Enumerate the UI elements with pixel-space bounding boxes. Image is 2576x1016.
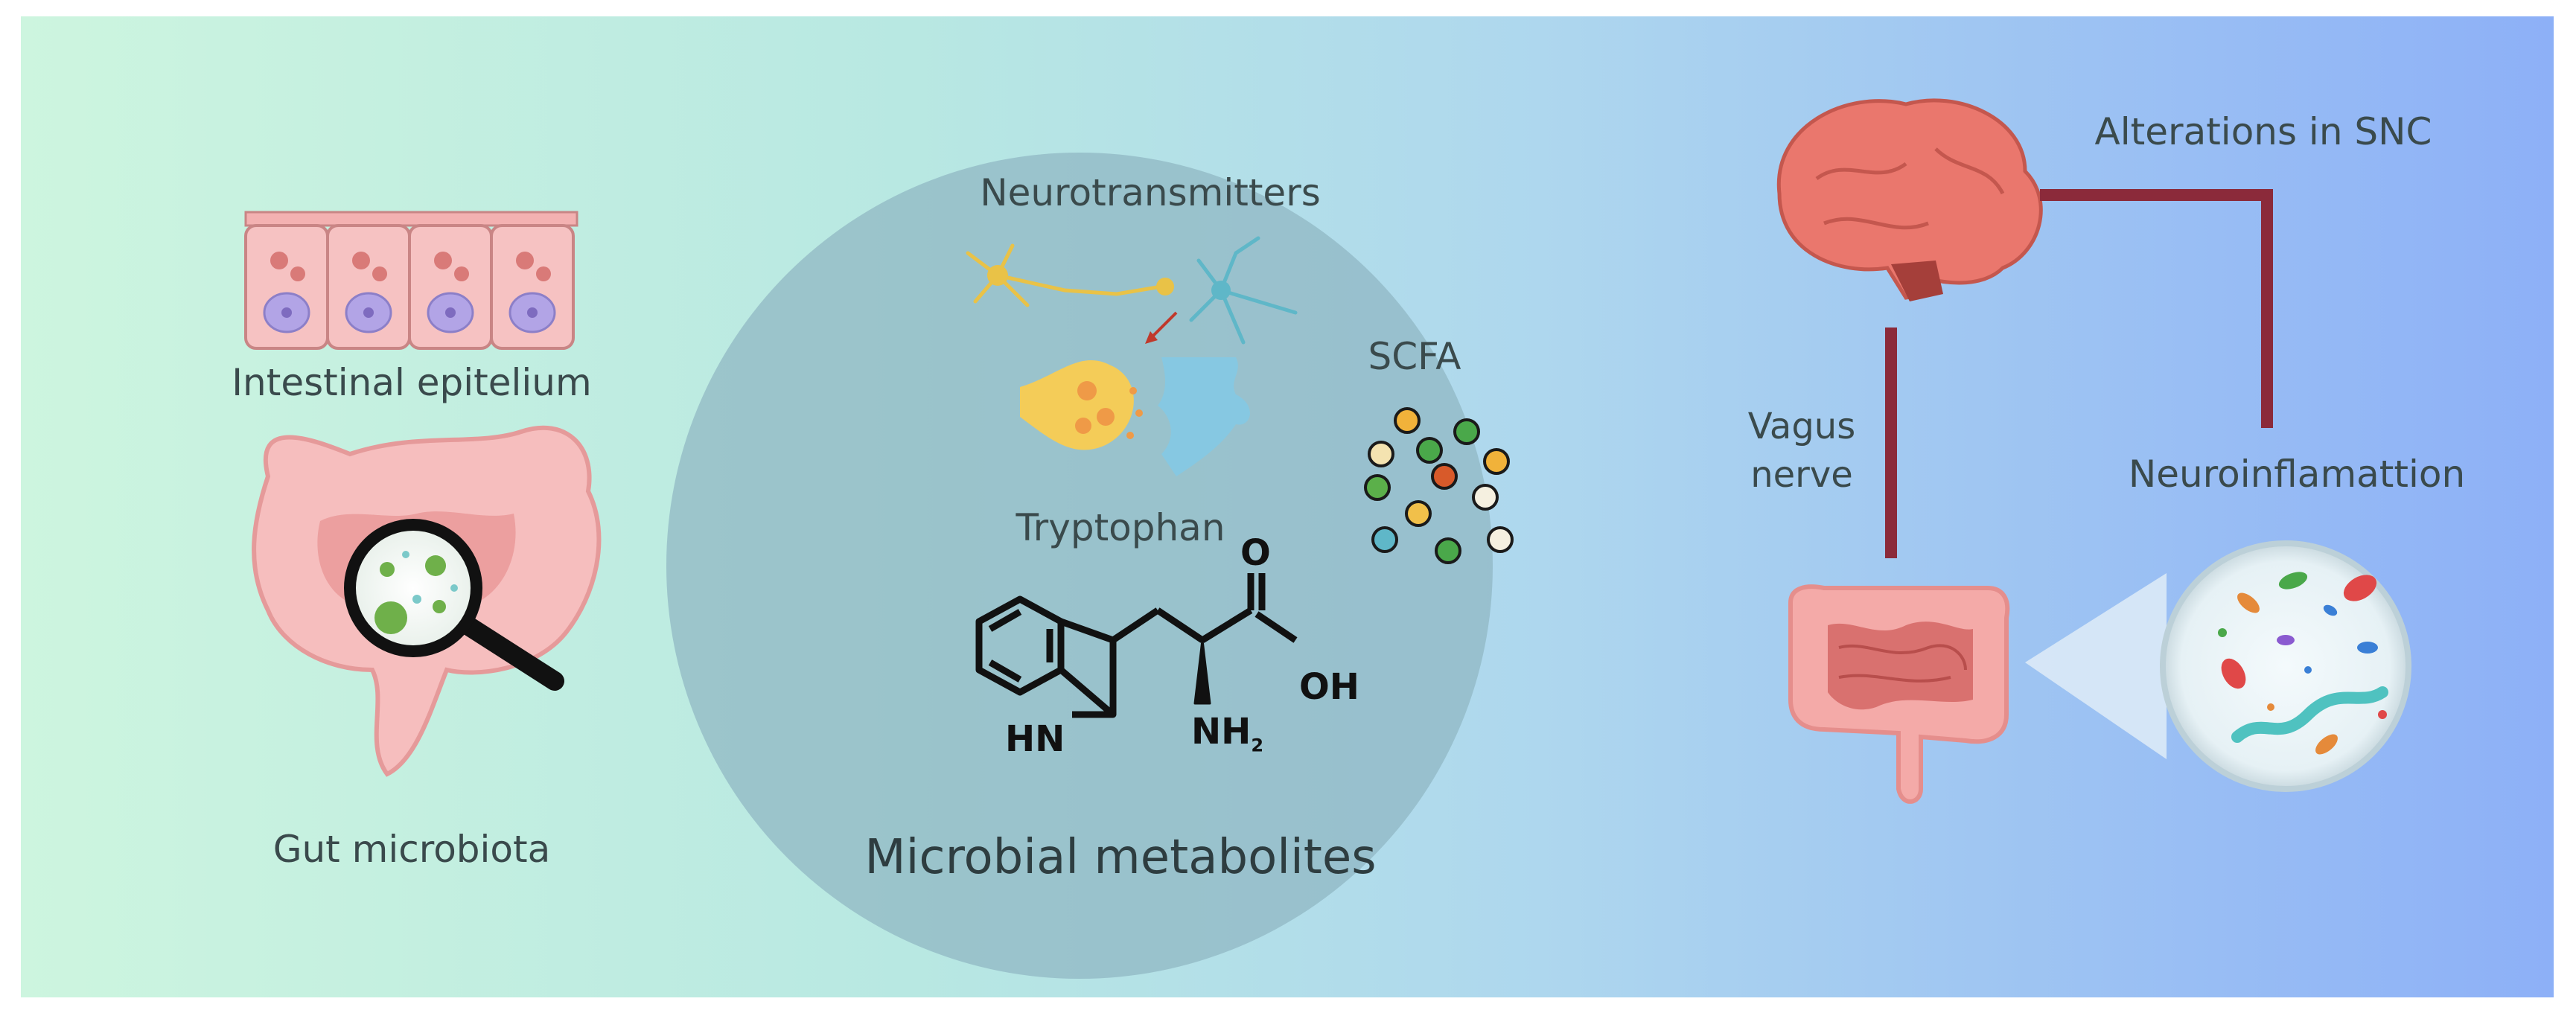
intestine-icon: [1788, 584, 2010, 804]
scfa-label: SCFA: [1368, 335, 1461, 378]
vagus-label-line1: Vagus: [1747, 406, 1856, 447]
molecule-hydroxyl-label: OH: [1299, 666, 1359, 708]
vagus-label-line2: nerve: [1750, 454, 1853, 496]
neurotransmitters-label: Neurotransmitters: [980, 171, 1321, 214]
molecule-amine-subscript: 2: [1251, 735, 1264, 756]
zoom-cone: [2025, 573, 2167, 759]
neurons-icon: [966, 236, 1298, 345]
connector-lines: [1885, 189, 2273, 558]
neuroinflammation-label: Neuroinflamattion: [2128, 453, 2466, 496]
microbiota-label: Gut microbiota: [272, 828, 551, 871]
brain-icon: [1776, 98, 2043, 301]
tryptophan-label: Tryptophan: [1016, 506, 1225, 549]
tryptophan-structure: [975, 573, 1298, 718]
synapse-icon: [1020, 357, 1250, 476]
cns-label: Alterations in SNC: [2094, 110, 2432, 153]
molecule-amine-label: NH2: [1191, 711, 1263, 756]
petri-dish-icon: [2160, 540, 2411, 792]
molecule-oxygen-label: O: [1240, 532, 1271, 574]
magnifier-icon: [344, 519, 564, 691]
intestinal-epithelium-icon: [244, 211, 578, 350]
metabolites-circle: [666, 153, 1493, 979]
scfa-molecules-icon: [1364, 407, 1514, 564]
molecule-amine-text: NH: [1191, 711, 1252, 753]
molecule-ring-amine-label: HN: [1005, 718, 1065, 760]
epithelium-label: Intestinal epitelium: [232, 361, 592, 404]
cns-connector: [2040, 189, 2273, 428]
metabolites-title: Microbial metabolites: [864, 830, 1377, 885]
